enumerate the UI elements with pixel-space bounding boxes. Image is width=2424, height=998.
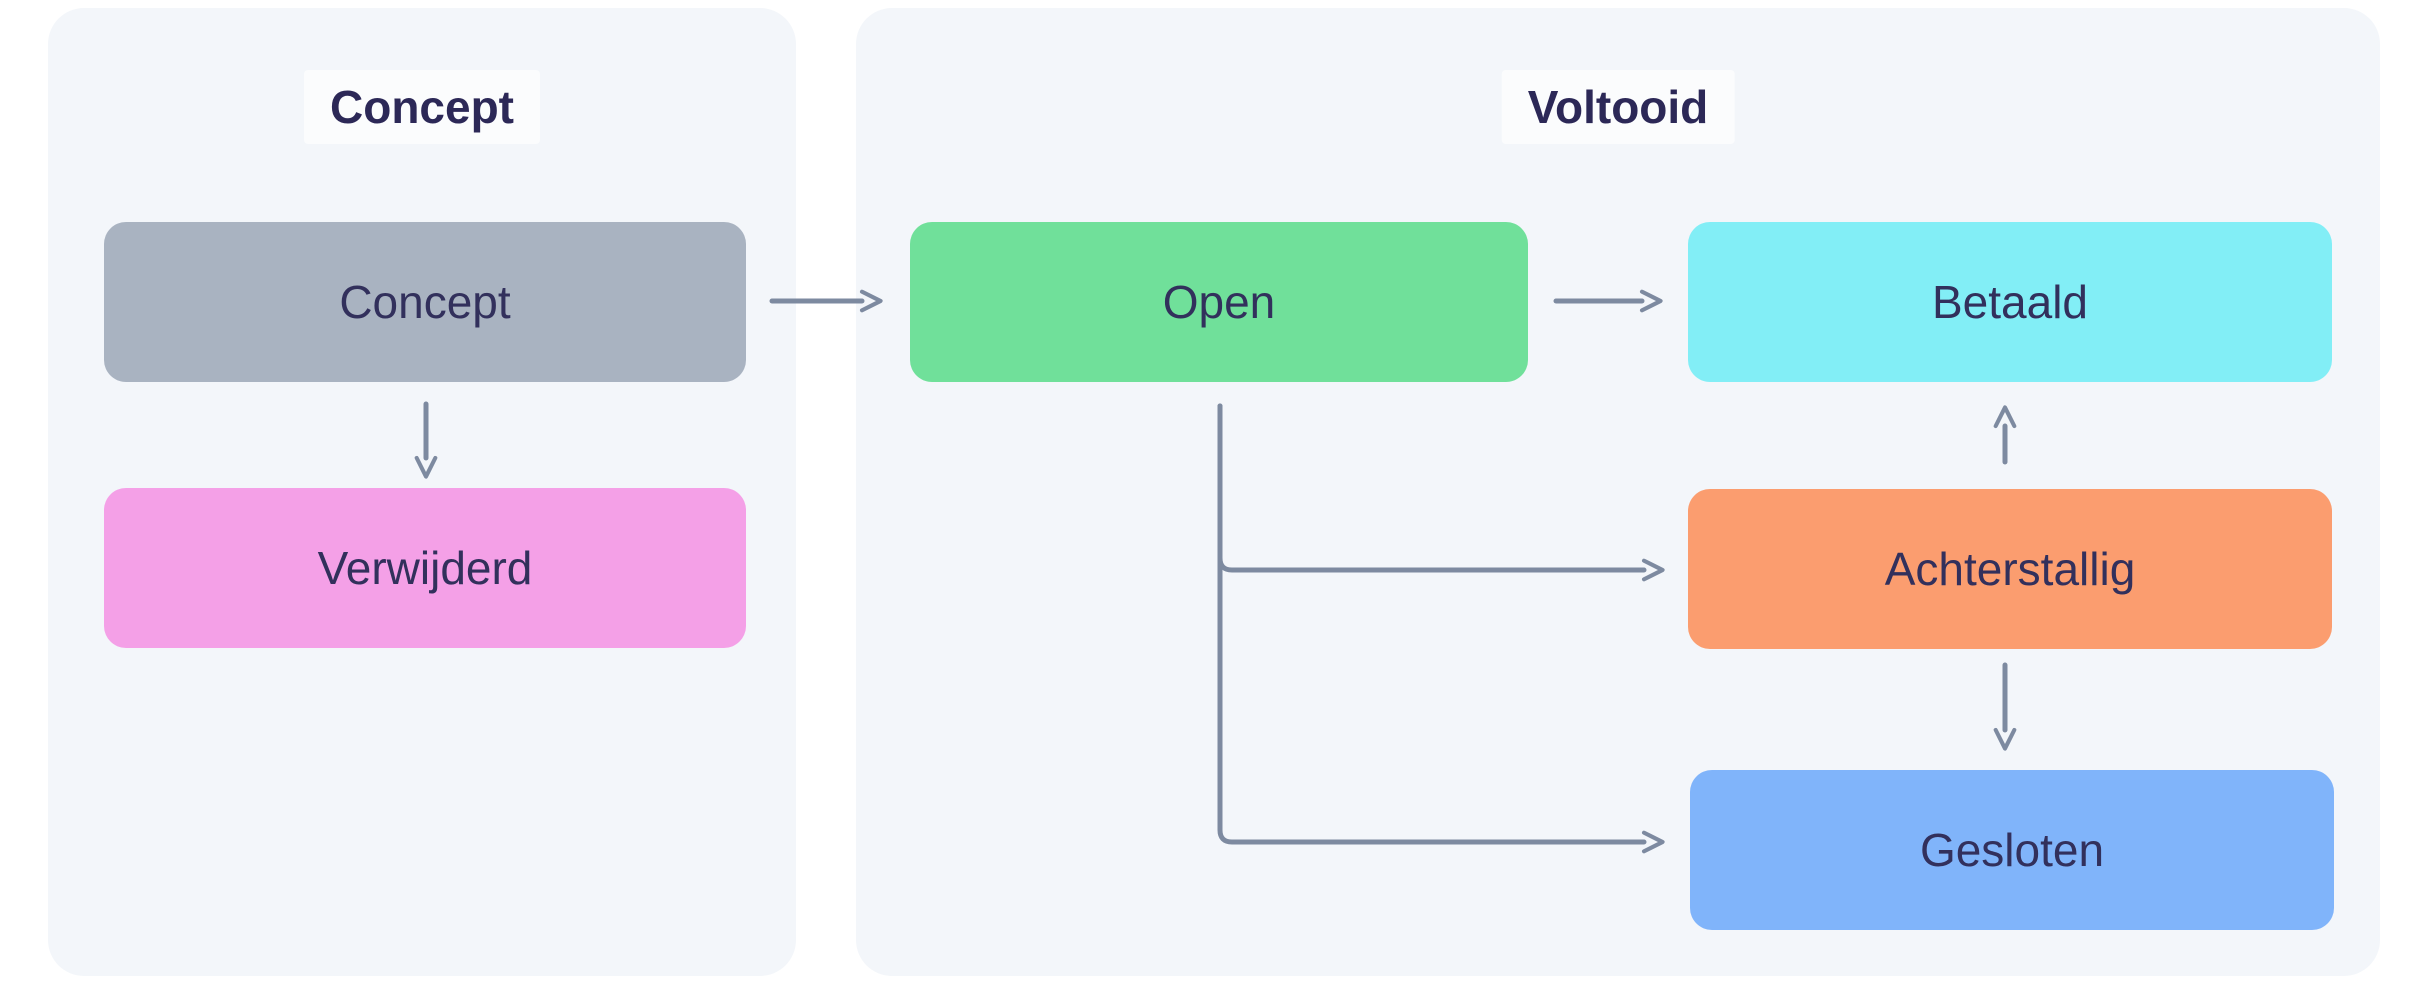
node-concept-state-label: Concept (339, 276, 511, 328)
node-verwijderd: Verwijderd (104, 488, 746, 648)
node-achterstallig-label: Achterstallig (1884, 543, 2136, 595)
cluster-voltooid-title: Voltooid (1501, 70, 1735, 144)
node-achterstallig: Achterstallig (1688, 489, 2332, 649)
node-gesloten: Gesloten (1690, 770, 2334, 930)
cluster-concept-title: Concept (304, 70, 540, 144)
node-betaald: Betaald (1688, 222, 2332, 382)
node-gesloten-label: Gesloten (1919, 824, 2105, 876)
node-open: Open (910, 222, 1528, 382)
node-concept-state: Concept (104, 222, 746, 382)
node-verwijderd-label: Verwijderd (317, 542, 533, 594)
node-open-label: Open (1162, 276, 1276, 328)
node-betaald-label: Betaald (1931, 276, 2088, 328)
